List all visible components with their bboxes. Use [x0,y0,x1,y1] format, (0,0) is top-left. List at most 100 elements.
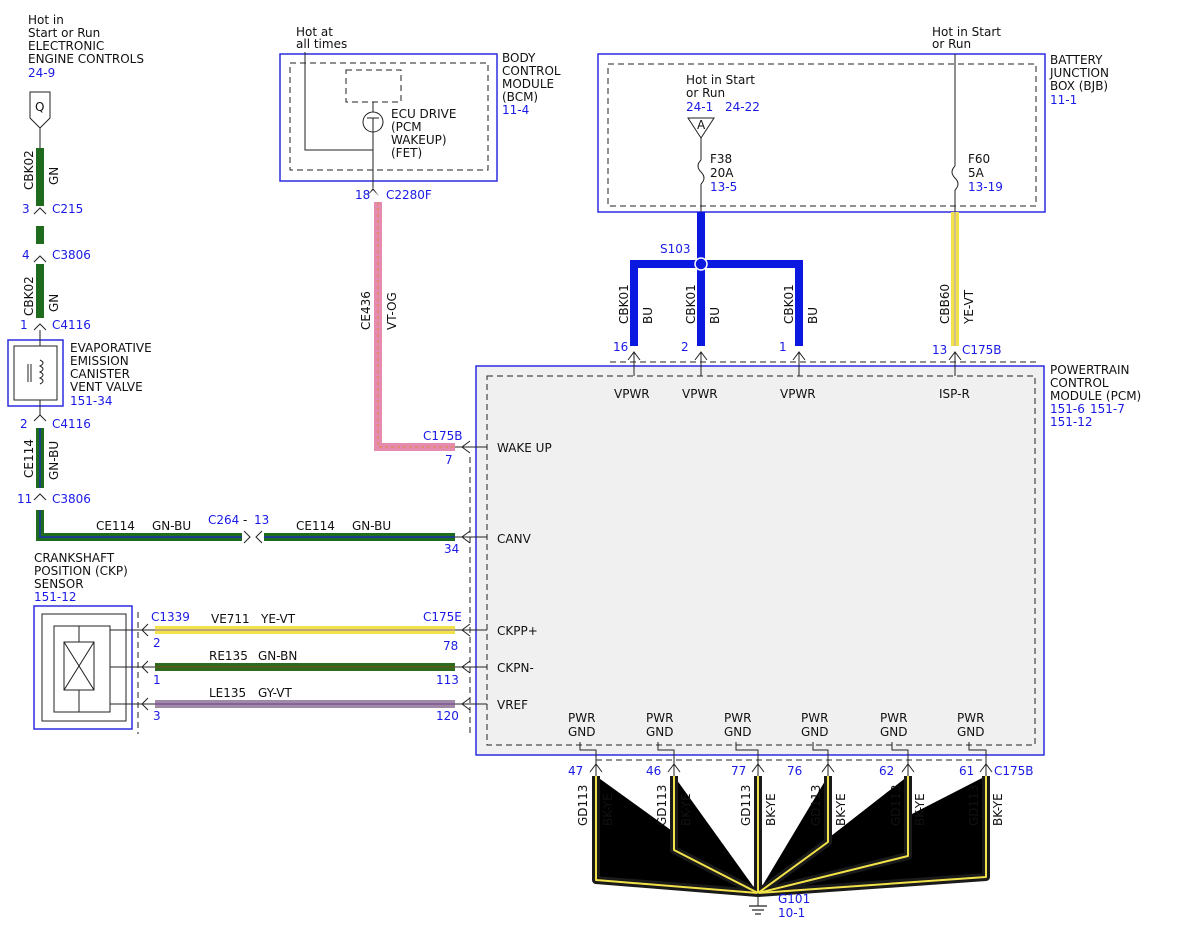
pcm-ref-link[interactable]: 151-12 [1050,415,1093,429]
source-ref-link[interactable]: 24-9 [28,66,55,80]
pin-number: 1 [153,673,161,687]
evap-ref-link[interactable]: 151-34 [70,394,113,408]
bcm-label-4: (BCM) [502,90,538,104]
connector-c175b[interactable]: C175B [423,429,463,443]
connector-separator: - [243,513,247,527]
pin-number: 61 [959,764,974,778]
pcm-label-1: POWERTRAIN [1050,363,1130,377]
wire-circuit-label: GD113 [889,785,903,826]
bcm-ref-link[interactable]: 11-4 [502,103,529,117]
pin-number: 47 [568,764,583,778]
splice-s103-dot [694,257,708,271]
connector-c3806[interactable]: C3806 [52,492,91,506]
wire-circuit-label: CBK01 [782,284,796,324]
bjb-inner-ref-2[interactable]: 24-22 [725,100,760,114]
connector-c3806[interactable]: C3806 [52,248,91,262]
pin-label-pwr: PWR [724,711,751,725]
electronic-engine-controls-source: Hot in Start or Run ELECTRONIC ENGINE CO… [28,13,144,129]
pin-label-gnd: GND [646,725,674,739]
bus-a-letter: A [697,118,706,132]
wire-circuit-label: CBK01 [617,284,631,324]
pin-label-gnd: GND [957,725,985,739]
bjb-label-3: BOX (BJB) [1050,79,1108,93]
connector-c175b[interactable]: C175B [994,764,1034,778]
powertrain-control-module: POWERTRAIN CONTROL MODULE (PCM) 151-6 15… [137,351,1141,776]
fuse-f38-icon [697,159,705,185]
bjb-inner-line-1: Hot in Start [686,73,755,87]
source-line-3: ELECTRONIC [28,39,104,53]
bcm-feed-line-1: Hot at [296,25,333,39]
wire-circuit-label: VE711 [211,612,250,626]
connector-arrow [255,530,263,544]
wire-circuit-label: LE135 [209,686,246,700]
evap-label-2: EMISSION [70,354,129,368]
fuse-name: F38 [710,152,732,166]
pcm-label-2: CONTROL [1050,376,1109,390]
wire-color-label: GN-BU [152,519,191,533]
bjb-feed-line-1: Hot in Start [932,25,1001,39]
pin-label-ckpp: CKPP+ [497,624,538,638]
splice-s103[interactable]: S103 [660,242,691,256]
wire-color-label: GN-BU [47,441,61,480]
pin-number: 3 [22,202,30,216]
bjb-inner-ref-1[interactable]: 24-1 [686,100,713,114]
connector-c4116[interactable]: C4116 [52,318,91,332]
pin-label-pwr: PWR [880,711,907,725]
pin-number: 34 [444,542,459,556]
wire-color-label: BU [708,307,722,324]
fet-label-3: WAKEUP) [391,133,447,147]
connector-c1339[interactable]: C1339 [151,610,190,624]
connector-c175e[interactable]: C175E [423,610,462,624]
cbb60-wire: CBB60 YE-VT 13 C175B [932,212,1002,357]
pin-label-pwr: PWR [568,711,595,725]
fuse-rating: 20A [710,166,734,180]
wire-color-label: VT-OG [385,292,399,330]
pin-label-gnd: GND [568,725,596,739]
wire-circuit-label: RE135 [209,649,248,663]
fuse-f60-icon [951,165,959,191]
cbk02-wire: CBK02 GN 3 C215 4 C3806 CBK02 GN 1 C4116 [20,128,91,332]
pcm-ref-link[interactable]: 151-6 [1050,402,1085,416]
wire-color-label: BK-YE [991,793,1005,826]
pin-number: 3 [153,709,161,723]
pin-number: 2 [20,417,28,431]
wire-circuit-label: GD113 [809,785,823,826]
ground-ref-link[interactable]: 10-1 [778,906,805,920]
pin-label-ckpn: CKPN- [497,661,534,675]
fuse-ref-link[interactable]: 13-5 [710,180,737,194]
ground-g101[interactable]: G101 [778,892,810,906]
wire-circuit-label: CE114 [96,519,135,533]
bcm-label-2: CONTROL [502,64,561,78]
bjb-ref-link[interactable]: 11-1 [1050,93,1077,107]
connector-c4116[interactable]: C4116 [52,417,91,431]
fuse-ref-link[interactable]: 13-19 [968,180,1003,194]
pin-number: 11 [17,492,32,506]
wire-circuit-label: CBK02 [22,276,36,316]
connector-c175b[interactable]: C175B [962,343,1002,357]
ce114-wire: 2 C4116 CE114 GN-BU 11 C3806 CE114 GN-BU… [17,414,459,556]
fet-label-2: (PCM [391,120,422,134]
wire-circuit-label: GD113 [967,785,981,826]
bjb-label-1: BATTERY [1050,53,1103,67]
pin-label-vpwr: VPWR [780,387,816,401]
connector-c2280f[interactable]: C2280F [386,188,432,202]
pin-label-gnd: GND [801,725,829,739]
pin-number: 62 [879,764,894,778]
connector-c264[interactable]: C264 [208,513,239,527]
connector-c215[interactable]: C215 [52,202,83,216]
pin-number: 113 [436,673,459,687]
pin-number: 77 [731,764,746,778]
connector-q-symbol [29,91,51,129]
pcm-label-3: MODULE (PCM) [1050,389,1141,403]
evap-canister-vent-valve: EVAPORATIVE EMISSION CANISTER VENT VALVE… [7,330,152,416]
wire-circuit-label: GD113 [655,785,669,826]
pin-label-pwr: PWR [646,711,673,725]
pcm-ref-link[interactable]: 151-7 [1090,402,1125,416]
body-control-module: Hot at all times ECU DRIVE (PCM WAKEUP) … [279,25,561,202]
pin-label-pwr: PWR [957,711,984,725]
evap-label-1: EVAPORATIVE [70,341,152,355]
ckp-ref-link[interactable]: 151-12 [34,590,77,604]
pin-label-gnd: GND [880,725,908,739]
wire-color-label: BU [641,307,655,324]
